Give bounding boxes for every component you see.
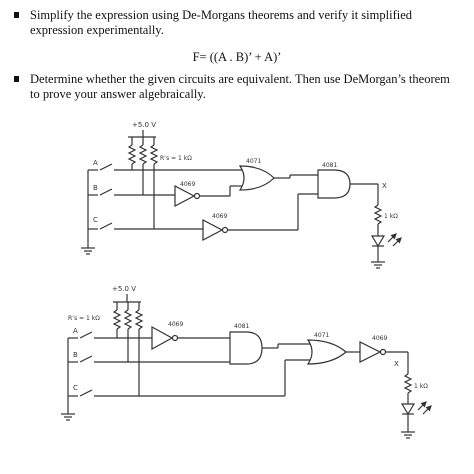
circuit-2: +5.0 V R’s = 1 kΩ A B C bbox=[61, 285, 432, 439]
gate-4071 bbox=[238, 165, 275, 191]
ground-icon bbox=[81, 247, 95, 255]
load-resistor bbox=[373, 204, 383, 225]
not-gate-1-label: 4069 bbox=[168, 321, 183, 328]
pullup-resistors bbox=[112, 302, 144, 330]
supply-label: +5.0 V bbox=[132, 121, 156, 129]
input-a-label: A bbox=[73, 327, 78, 335]
output-label: X bbox=[394, 360, 399, 368]
not-gate-2-label: 4069 bbox=[212, 213, 227, 220]
load-label: 1 kΩ bbox=[414, 383, 428, 390]
task2-item: Determine whether the given circuits are… bbox=[14, 72, 460, 102]
circuit-1: +5.0 V R’s = 1 kΩ A B C bbox=[81, 121, 402, 269]
input-a-label: A bbox=[93, 159, 98, 167]
led-icon bbox=[400, 403, 416, 416]
load-label: 1 kΩ bbox=[384, 213, 398, 220]
ground-icon bbox=[61, 413, 75, 421]
not-gate-1 bbox=[151, 325, 174, 351]
not-gate-1-label: 4069 bbox=[180, 181, 195, 188]
gate-4071-label: 4071 bbox=[246, 158, 261, 165]
not-gate-2 bbox=[202, 219, 224, 241]
output-label: X bbox=[382, 182, 387, 190]
input-c-label: C bbox=[93, 216, 98, 224]
led-icon bbox=[370, 235, 386, 248]
bullet-icon bbox=[14, 76, 19, 82]
input-b-label: B bbox=[73, 351, 78, 359]
task1-item: Simplify the expression using De-Morgans… bbox=[14, 8, 460, 38]
supply-label: +5.0 V bbox=[112, 285, 136, 293]
gate-4081-label: 4081 bbox=[322, 162, 337, 169]
bullet-icon bbox=[14, 12, 19, 18]
gate-4071-label: 4071 bbox=[314, 332, 329, 339]
pullup-resistors bbox=[127, 137, 159, 165]
load-resistor bbox=[403, 373, 413, 394]
task1-text: Simplify the expression using De-Morgans… bbox=[30, 8, 413, 37]
not-gate-2-label: 4069 bbox=[372, 335, 387, 342]
gate-4081-label: 4081 bbox=[234, 323, 249, 330]
ground-icon bbox=[371, 261, 385, 269]
input-b-label: B bbox=[93, 184, 98, 192]
ground-icon bbox=[401, 431, 415, 439]
gate-4081 bbox=[229, 331, 263, 365]
task2-text: Determine whether the given circuits are… bbox=[30, 72, 450, 101]
expression-formula: F= ((A . B)’ + A)’ bbox=[192, 50, 282, 64]
gate-4071 bbox=[306, 339, 347, 365]
not-gate-2 bbox=[359, 341, 382, 363]
input-c-label: C bbox=[73, 384, 78, 392]
not-gate-1 bbox=[174, 185, 196, 207]
resistor-label: R’s = 1 kΩ bbox=[68, 315, 100, 322]
gate-4081 bbox=[317, 169, 351, 199]
resistor-label: R’s = 1 kΩ bbox=[160, 155, 192, 162]
